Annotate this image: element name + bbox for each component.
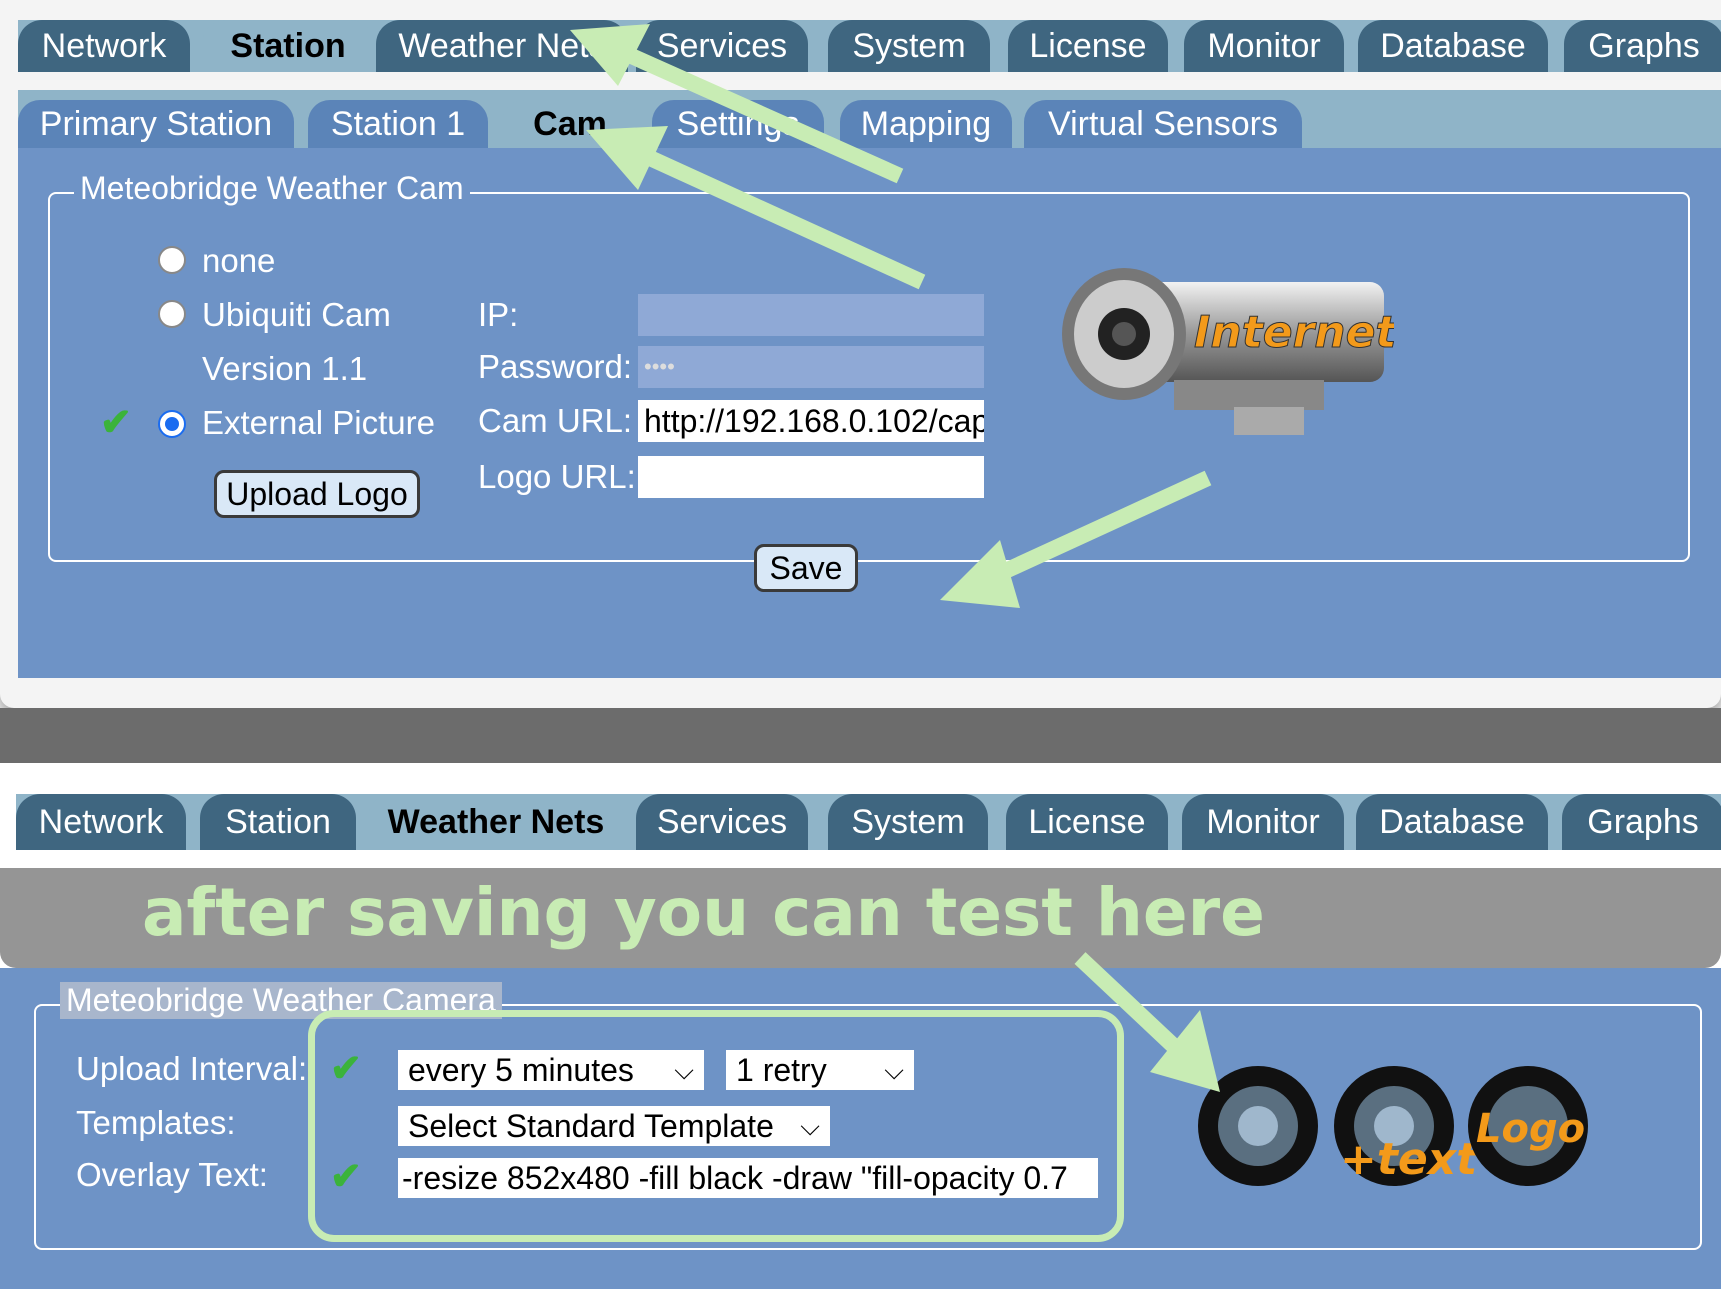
annotation-text: after saving you can test here (142, 874, 1265, 951)
tab-graphs[interactable]: Graphs (1564, 20, 1721, 72)
tab-database[interactable]: Database (1356, 794, 1548, 850)
subtab-primary-station[interactable]: Primary Station (18, 100, 294, 148)
test-camera-button[interactable] (1198, 1066, 1318, 1186)
radio-ubiquiti-cam[interactable] (158, 300, 186, 328)
upload-logo-button[interactable]: Upload Logo (214, 470, 420, 518)
tab-license[interactable]: License (1006, 794, 1168, 850)
weather-camera-content: Meteobridge Weather Camera Upload Interv… (0, 968, 1721, 1289)
logo-url-input[interactable] (638, 456, 984, 498)
upload-interval-select[interactable]: every 5 minutes ⌵ (398, 1050, 704, 1090)
camera-internet-text: Internet (1194, 307, 1394, 358)
station-cam-panel: Network Station Weather Nets Services Sy… (0, 0, 1721, 708)
logo-url-label: Logo URL: (478, 458, 636, 495)
test-text-button[interactable]: +text (1334, 1066, 1479, 1186)
tab-license[interactable]: License (1008, 20, 1168, 72)
save-button[interactable]: Save (754, 544, 858, 592)
annotation-band (0, 868, 1721, 968)
checkmark-icon: ✔ (330, 1156, 362, 1198)
highlight-box (308, 1010, 1124, 1242)
test-buttons: +text Logo (1198, 1066, 1588, 1186)
password-input[interactable]: •••• (638, 346, 984, 388)
tab-system[interactable]: System (828, 794, 988, 850)
templates-label: Templates: (76, 1104, 236, 1141)
password-label: Password: (478, 348, 633, 385)
logo-label: Logo (1476, 1106, 1585, 1152)
ip-label: IP: (478, 296, 519, 333)
cam-settings-content: Meteobridge Weather Cam none Ubiquiti Ca… (18, 148, 1721, 678)
option-ubiquiti-label: Ubiquiti Cam (202, 296, 391, 333)
radio-external-picture[interactable] (158, 410, 186, 438)
chevron-down-icon: ⌵ (800, 1111, 820, 1141)
tab-graphs[interactable]: Graphs (1562, 794, 1721, 850)
tab-network[interactable]: Network (16, 794, 186, 850)
fieldset-legend: Meteobridge Weather Camera (60, 982, 502, 1019)
top-tab-bar-2: Network Station Weather Nets Services Sy… (16, 794, 1721, 850)
tab-system[interactable]: System (828, 20, 990, 72)
upload-interval-value: every 5 minutes (408, 1052, 634, 1088)
subtab-virtual-sensors[interactable]: Virtual Sensors (1024, 100, 1302, 148)
cam-url-input[interactable]: http://192.168.0.102/cap (638, 400, 984, 442)
tab-database[interactable]: Database (1358, 20, 1548, 72)
option-none-label: none (202, 242, 276, 279)
overlay-text-input[interactable]: -resize 852x480 -fill black -draw "fill-… (398, 1158, 1098, 1198)
checkmark-icon: ✔ (100, 402, 132, 444)
tab-network[interactable]: Network (18, 20, 190, 72)
templates-value: Select Standard Template (408, 1108, 774, 1144)
chevron-down-icon: ⌵ (674, 1055, 694, 1085)
retry-select[interactable]: 1 retry ⌵ (726, 1050, 914, 1090)
plus-text-label: +text (1340, 1134, 1479, 1185)
checkmark-icon: ✔ (330, 1048, 362, 1090)
tab-monitor[interactable]: Monitor (1182, 794, 1344, 850)
templates-select[interactable]: Select Standard Template ⌵ (398, 1106, 830, 1146)
top-tab-bar: Network Station Weather Nets Services Sy… (18, 20, 1721, 72)
fieldset-legend: Meteobridge Weather Cam (74, 170, 470, 207)
subtab-mapping[interactable]: Mapping (840, 100, 1012, 148)
version-label: Version 1.1 (202, 350, 368, 387)
test-logo-button[interactable]: Logo (1468, 1066, 1588, 1186)
overlay-text-label: Overlay Text: (76, 1156, 268, 1193)
tab-station[interactable]: Station (202, 20, 374, 72)
security-camera-icon: Internet (1062, 268, 1394, 435)
chevron-down-icon: ⌵ (884, 1055, 904, 1085)
radio-none[interactable] (158, 246, 186, 274)
separator-band (0, 708, 1721, 763)
ip-input[interactable] (638, 294, 984, 336)
option-external-label: External Picture (202, 404, 435, 441)
tab-services[interactable]: Services (636, 794, 808, 850)
upload-interval-label: Upload Interval: (76, 1050, 308, 1087)
tab-monitor[interactable]: Monitor (1184, 20, 1344, 72)
weather-camera-fieldset (34, 1004, 1702, 1250)
weather-cam-fieldset (48, 192, 1690, 562)
cam-url-label: Cam URL: (478, 402, 633, 439)
tab-weather-nets[interactable]: Weather Nets (368, 794, 624, 850)
subtab-station-1[interactable]: Station 1 (308, 100, 488, 148)
retry-value: 1 retry (736, 1052, 827, 1088)
tab-station[interactable]: Station (200, 794, 356, 850)
weather-nets-panel: Network Station Weather Nets Services Sy… (0, 770, 1721, 1289)
